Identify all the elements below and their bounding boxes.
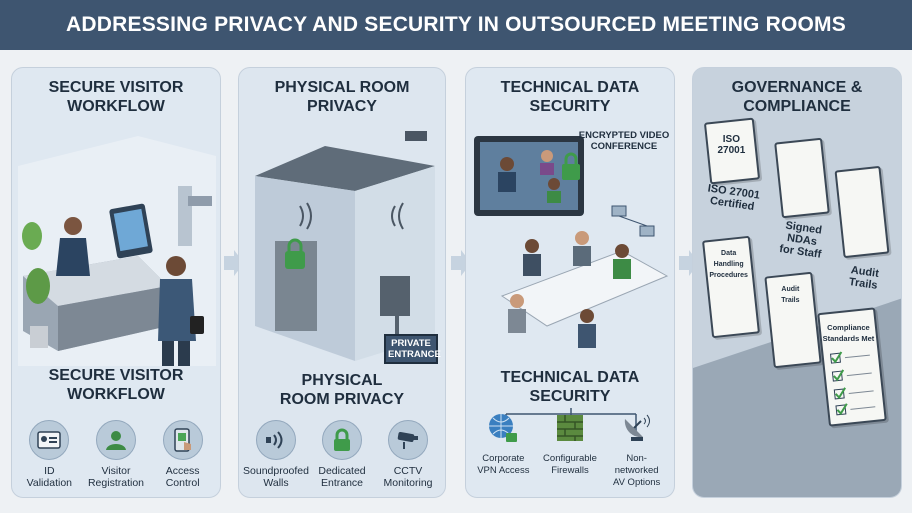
page-title: Addressing Privacy and Security in Outso… [0, 0, 912, 50]
panel-title: Governance & Compliance [731, 79, 863, 115]
panel-title: Physical Room Privacy [274, 79, 410, 115]
panel-physical-room-privacy: Physical Room Privacy Private Entrance P… [238, 67, 446, 498]
access-control-icon [162, 420, 203, 460]
checkbox-icon [829, 351, 876, 416]
globe-lock-icon [483, 408, 523, 448]
cctv-camera-icon [388, 420, 428, 460]
visitor-icon [95, 420, 136, 460]
firewall-icon [550, 408, 590, 448]
panel-subtitle: Physical Room Privacy [279, 372, 405, 408]
panel-technical-data-security: Technical Data Security Encrypted Video … [465, 67, 675, 498]
padlock-icon [322, 420, 362, 460]
private-entrance-sign: Private Entrance [384, 334, 441, 364]
panel-title: Secure Visitor Workflow [48, 79, 184, 115]
reception-desk-illustration [18, 136, 216, 366]
satellite-dish-icon [617, 408, 657, 448]
panel-subtitle: Technical Data Security [500, 369, 640, 405]
nda-document [774, 137, 830, 219]
id-badge-icon [29, 420, 70, 460]
encrypted-video-callout: Encrypted Video Conference [578, 130, 670, 152]
sound-wave-icon [256, 420, 296, 460]
iso-certificate-document: ISO 27001 [703, 117, 761, 185]
panel-title: Technical Data Security [500, 79, 640, 115]
audit-clipboard-document [834, 165, 890, 259]
soundproof-room-illustration [255, 131, 435, 361]
panel-subtitle: Secure Visitor Workflow [48, 367, 184, 403]
conference-room-illustration [474, 136, 669, 348]
panel-secure-visitor-workflow: Secure Visitor Workflow Secure Visitor [11, 67, 221, 498]
panel-governance-compliance: Governance & Compliance ISO 27001 ISO 27… [692, 67, 902, 498]
